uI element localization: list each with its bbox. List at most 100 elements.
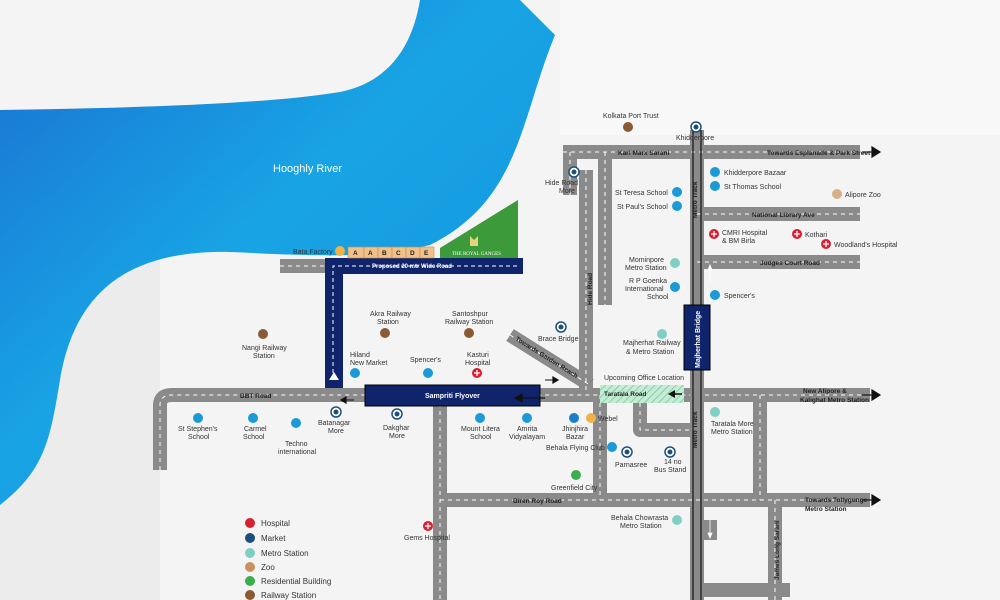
sampriti-flyover: Sampriti Flyover — [364, 384, 541, 407]
legend-item: Hospital — [245, 518, 290, 528]
legend-label: Zoo — [261, 563, 275, 572]
school-icon — [672, 187, 682, 197]
legend-label: Hospital — [261, 519, 290, 528]
st-stephens-label-2: School — [188, 434, 210, 441]
direction-arrows — [339, 145, 882, 507]
khidderpore-bazaar-label: Khidderpore Bazaar — [724, 170, 787, 177]
santoshpur-label-1: Santoshpur — [452, 311, 488, 318]
legend-dot-metro — [245, 548, 255, 558]
market-icon — [330, 406, 342, 418]
jhinjhira-label-2: Bazar — [566, 434, 585, 441]
spencers-east-label: Spencer's — [724, 293, 755, 300]
metro-station-icon — [710, 407, 720, 417]
behala-flying-label: Behala Flying Club — [546, 445, 605, 452]
hospital-icon — [423, 521, 433, 531]
brace-bridge-label: Brace Bridge — [538, 336, 579, 343]
jhinjhira-label-1: Jhinjhira — [562, 426, 588, 433]
hiland-label-1: Hiland — [350, 352, 370, 359]
legend-label: Railway Station — [261, 591, 316, 600]
spencers-west-label: Spencer's — [410, 357, 441, 364]
market-icon — [350, 368, 360, 378]
road-network — [153, 130, 870, 600]
metro-track-upper-label: Metro Track — [692, 181, 699, 218]
zoo-icon — [832, 189, 842, 199]
kasturi-label-1: Kasturi — [467, 352, 489, 359]
kasturi-label-2: Hospital — [465, 360, 491, 367]
st-thomas-label: St Thomas School — [724, 184, 782, 191]
plot-b: B — [382, 250, 387, 257]
legend-dot-market — [245, 533, 255, 543]
dakghar-label-2: More — [389, 433, 405, 440]
plot-e: E — [424, 250, 429, 257]
akra-label-1: Akra Railway — [370, 311, 411, 318]
proposed-road: Proposed 20 mtr Wide Road — [325, 258, 523, 388]
rpgoenka-label-1: R P Goenka — [629, 278, 667, 285]
kothari-label: Kothari — [805, 232, 828, 239]
legend-dot-residential — [245, 576, 255, 586]
amrita-label-1: Amrita — [517, 426, 537, 433]
mominpore-label-2: Metro Station — [625, 265, 667, 272]
market-icon — [664, 446, 676, 458]
bus-stand-label-1: 14 no — [664, 459, 682, 466]
hide-road-more-label-2: More — [559, 188, 575, 195]
rpgoenka-label-3: School — [647, 294, 669, 301]
hospital-icon — [709, 229, 719, 239]
alipore-zoo-label: Alipore Zoo — [845, 192, 881, 199]
flying-club-icon — [607, 442, 617, 452]
bbt-road-label: BBT Road — [240, 393, 271, 400]
school-icon — [670, 282, 680, 292]
new-alipore-label-2: Kalighat Metro Station — [800, 397, 869, 404]
flyover-label: Sampriti Flyover — [425, 393, 480, 400]
project-name: THE ROYAL GANGES — [452, 252, 501, 257]
carmel-label-2: School — [243, 434, 265, 441]
bridge-label: Majherhat Bridge — [695, 311, 702, 368]
school-icon — [710, 181, 720, 191]
nangi-label-1: Nangi Railway — [242, 345, 287, 352]
metro-station-icon — [657, 329, 667, 339]
railway-station-icon — [380, 328, 390, 338]
hiland-label-2: New Market — [350, 360, 387, 367]
railway-station-icon — [258, 329, 268, 339]
school-icon — [672, 201, 682, 211]
legend-dot-hospital — [245, 518, 255, 528]
dakghar-label-1: Dakghar — [383, 425, 410, 432]
proposed-road-label: Proposed 20 mtr Wide Road — [372, 264, 452, 270]
market-icon — [621, 446, 633, 458]
majherhat-label-1: Majherhat Railway — [623, 340, 681, 347]
legend-item: Railway Station — [245, 590, 316, 600]
project-plots: A A B C D E THE ROYAL GANGES — [347, 236, 501, 259]
market-icon — [690, 121, 702, 133]
hospital-icon — [821, 239, 831, 249]
bata-factory-label: Bata Factory — [293, 249, 333, 256]
amrita-label-2: Vidyalayam — [509, 434, 545, 441]
poi-labels: Kolkata Port Trust Khidderpore Bata Fact… — [178, 113, 898, 542]
hooghly-river — [0, 0, 555, 505]
railway-station-icon — [335, 246, 345, 256]
james-long-label: James Long Sarani — [774, 520, 781, 580]
hide-road-more-label-1: Hide Road — [545, 180, 578, 187]
parnasree-label: Parnasree — [615, 462, 647, 469]
legend-dot-railway — [245, 590, 255, 600]
kolkata-port-trust-label: Kolkata Port Trust — [603, 113, 659, 120]
legend-item: Residential Building — [245, 576, 331, 586]
school-icon — [522, 413, 532, 423]
school-icon — [291, 418, 301, 428]
market-icon — [710, 167, 720, 177]
legend-item: Zoo — [245, 562, 275, 572]
tollygunge-label-1: Towards Tollygunge — [805, 497, 868, 504]
rpgoenka-label-2: International — [625, 286, 664, 293]
market-icon — [568, 166, 580, 178]
majherhat-bridge: Majherhat Bridge — [683, 304, 711, 371]
hospital-icon — [792, 229, 802, 239]
techno-label-1: Techno — [285, 441, 308, 448]
railway-station-icon — [464, 328, 474, 338]
market-icon — [423, 368, 433, 378]
poi-markers — [193, 121, 842, 531]
st-teresa-label: St Teresa School — [615, 190, 668, 197]
mount-litera-label-1: Mount Litera — [461, 426, 500, 433]
webel-icon — [586, 413, 596, 423]
techno-label-2: international — [278, 449, 317, 456]
market-icon — [391, 408, 403, 420]
plot-d: D — [410, 250, 415, 257]
